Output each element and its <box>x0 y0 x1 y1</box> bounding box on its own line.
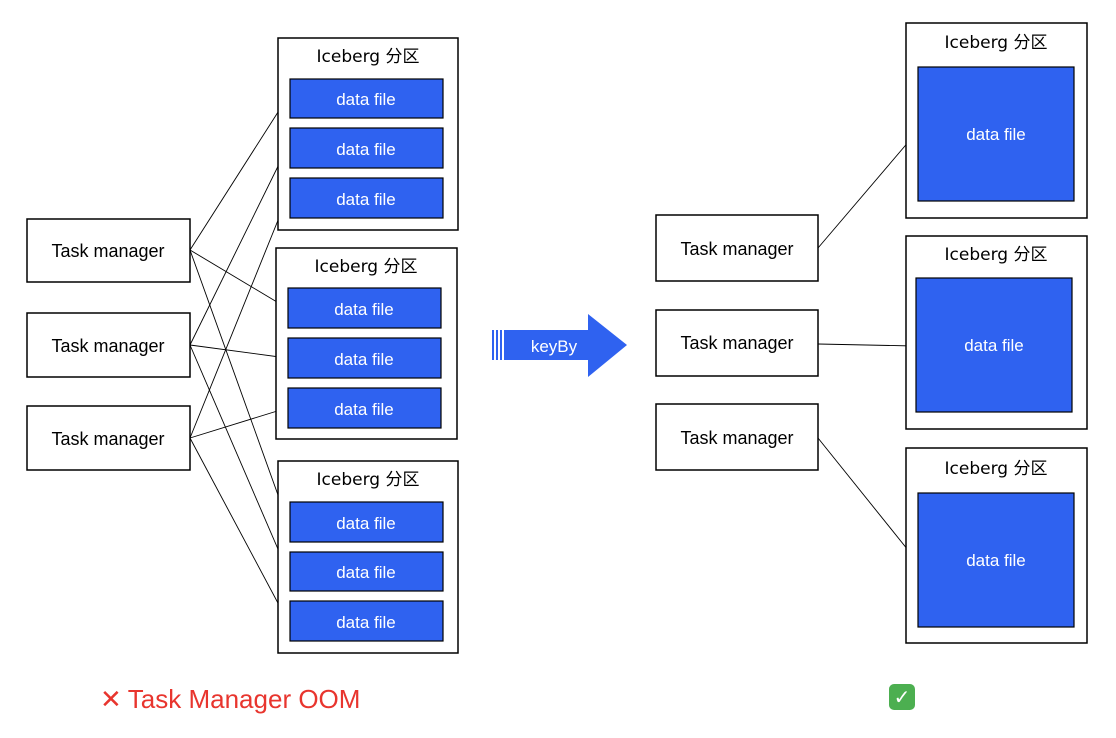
left-task-manager: Task manager <box>26 312 191 378</box>
right-partition: Iceberg 分区 data file <box>905 22 1088 219</box>
task-manager-label: Task manager <box>680 333 793 353</box>
connector-line <box>817 132 917 249</box>
connector-line <box>189 147 288 346</box>
connector-line <box>189 406 288 439</box>
right-task-manager: Task manager <box>655 403 819 471</box>
right-connections <box>817 132 917 561</box>
task-manager-label: Task manager <box>680 239 793 259</box>
connector-line <box>189 249 289 521</box>
oom-caption-text: Task Manager OOM <box>127 684 361 714</box>
data-file-block <box>915 277 1073 413</box>
left-connections <box>189 97 289 621</box>
oom-caption: ✕Task Manager OOM <box>100 682 360 716</box>
left-partition: Iceberg 分区 data file data file data file <box>275 247 458 440</box>
connector-line <box>189 249 288 309</box>
data-file-block <box>287 337 442 379</box>
partition-title: Iceberg 分区 <box>315 257 418 277</box>
data-file-block <box>289 78 444 119</box>
task-manager-label: Task manager <box>51 429 164 449</box>
data-file-label: data file <box>966 551 1026 570</box>
data-file-label: data file <box>964 336 1024 355</box>
right-task-manager: Task manager <box>655 214 819 282</box>
data-file-block <box>289 127 444 169</box>
data-file-block <box>287 387 442 429</box>
partition-title: Iceberg 分区 <box>317 47 420 67</box>
data-file-block <box>287 287 442 329</box>
data-file-block <box>917 66 1075 202</box>
connector-line <box>189 344 288 571</box>
partition-title: Iceberg 分区 <box>945 245 1048 265</box>
partition-title: Iceberg 分区 <box>945 459 1048 479</box>
data-file-label: data file <box>336 514 396 533</box>
data-file-label: data file <box>334 400 394 419</box>
right-task-manager: Task manager <box>655 309 819 377</box>
task-manager-label: Task manager <box>51 336 164 356</box>
data-file-label: data file <box>336 563 396 582</box>
connector-line <box>189 437 288 621</box>
data-file-label: data file <box>966 125 1026 144</box>
data-file-label: data file <box>336 190 396 209</box>
connector-line <box>817 341 915 350</box>
data-file-label: data file <box>336 140 396 159</box>
partition-title: Iceberg 分区 <box>945 33 1048 53</box>
left-partition: Iceberg 分区 data file data file data file <box>277 460 459 654</box>
cross-mark-icon: ✕ <box>100 684 122 714</box>
data-file-block <box>289 551 444 592</box>
data-file-label: data file <box>336 613 396 632</box>
connector-line <box>189 197 289 439</box>
data-file-label: data file <box>334 350 394 369</box>
data-file-label: data file <box>336 90 396 109</box>
left-partition: Iceberg 分区 data file data file data file <box>277 37 459 231</box>
task-manager-label: Task manager <box>680 428 793 448</box>
data-file-block <box>289 501 444 543</box>
data-file-block <box>917 492 1075 628</box>
connector-line <box>189 97 288 251</box>
connector-line <box>817 437 917 561</box>
data-file-block <box>289 177 444 219</box>
right-partition: Iceberg 分区 data file <box>905 447 1088 644</box>
data-file-label: data file <box>334 300 394 319</box>
partition-title: Iceberg 分区 <box>317 470 420 490</box>
keyby-label: keyBy <box>531 337 578 356</box>
connector-line <box>189 344 288 362</box>
task-manager-label: Task manager <box>51 241 164 261</box>
left-task-manager: Task manager <box>26 218 191 283</box>
keyby-arrow: keyBy <box>492 314 627 377</box>
check-mark-icon: ✓ <box>889 684 915 710</box>
data-file-block <box>289 600 444 642</box>
left-task-manager: Task manager <box>26 405 191 471</box>
right-partition: Iceberg 分区 data file <box>905 235 1088 430</box>
